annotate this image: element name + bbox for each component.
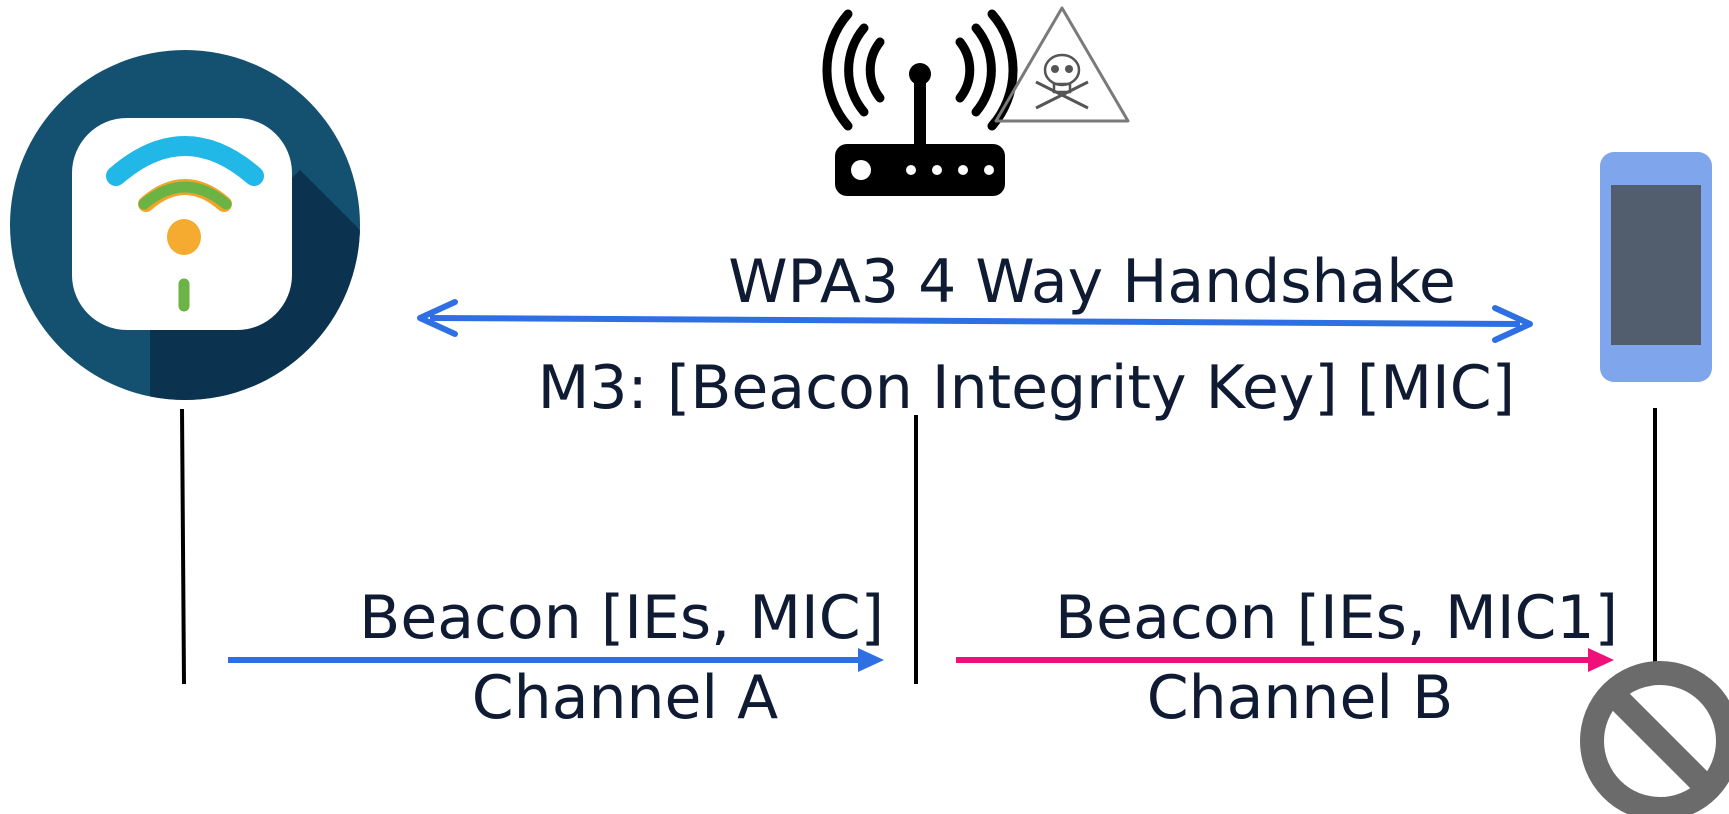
- beacon-b-channel: Channel B: [1147, 663, 1454, 733]
- prohibited-icon: [1580, 661, 1729, 814]
- beacon-a-label: Beacon [IEs, MIC]: [359, 583, 884, 653]
- handshake-title: WPA3 4 Way Handshake: [728, 247, 1456, 317]
- beacon-b-arrowhead: [1588, 648, 1614, 672]
- skull-warning-icon: [994, 6, 1130, 123]
- beacon-a-channel: Channel A: [472, 663, 778, 733]
- handshake-arrow: [429, 315, 1521, 327]
- smartphone-icon: [1600, 152, 1712, 382]
- wifi-access-point-icon: [10, 50, 360, 400]
- access-point-lifeline: [180, 408, 186, 685]
- beacon-b-label: Beacon [IEs, MIC1]: [1055, 583, 1618, 653]
- handshake-arrowhead-left: [417, 299, 458, 337]
- handshake-arrowhead-right: [1492, 305, 1533, 343]
- beacon-a-arrowhead: [858, 648, 884, 672]
- handshake-m3-label: M3: [Beacon Integrity Key] [MIC]: [538, 353, 1515, 423]
- router-icon: [822, 9, 1018, 196]
